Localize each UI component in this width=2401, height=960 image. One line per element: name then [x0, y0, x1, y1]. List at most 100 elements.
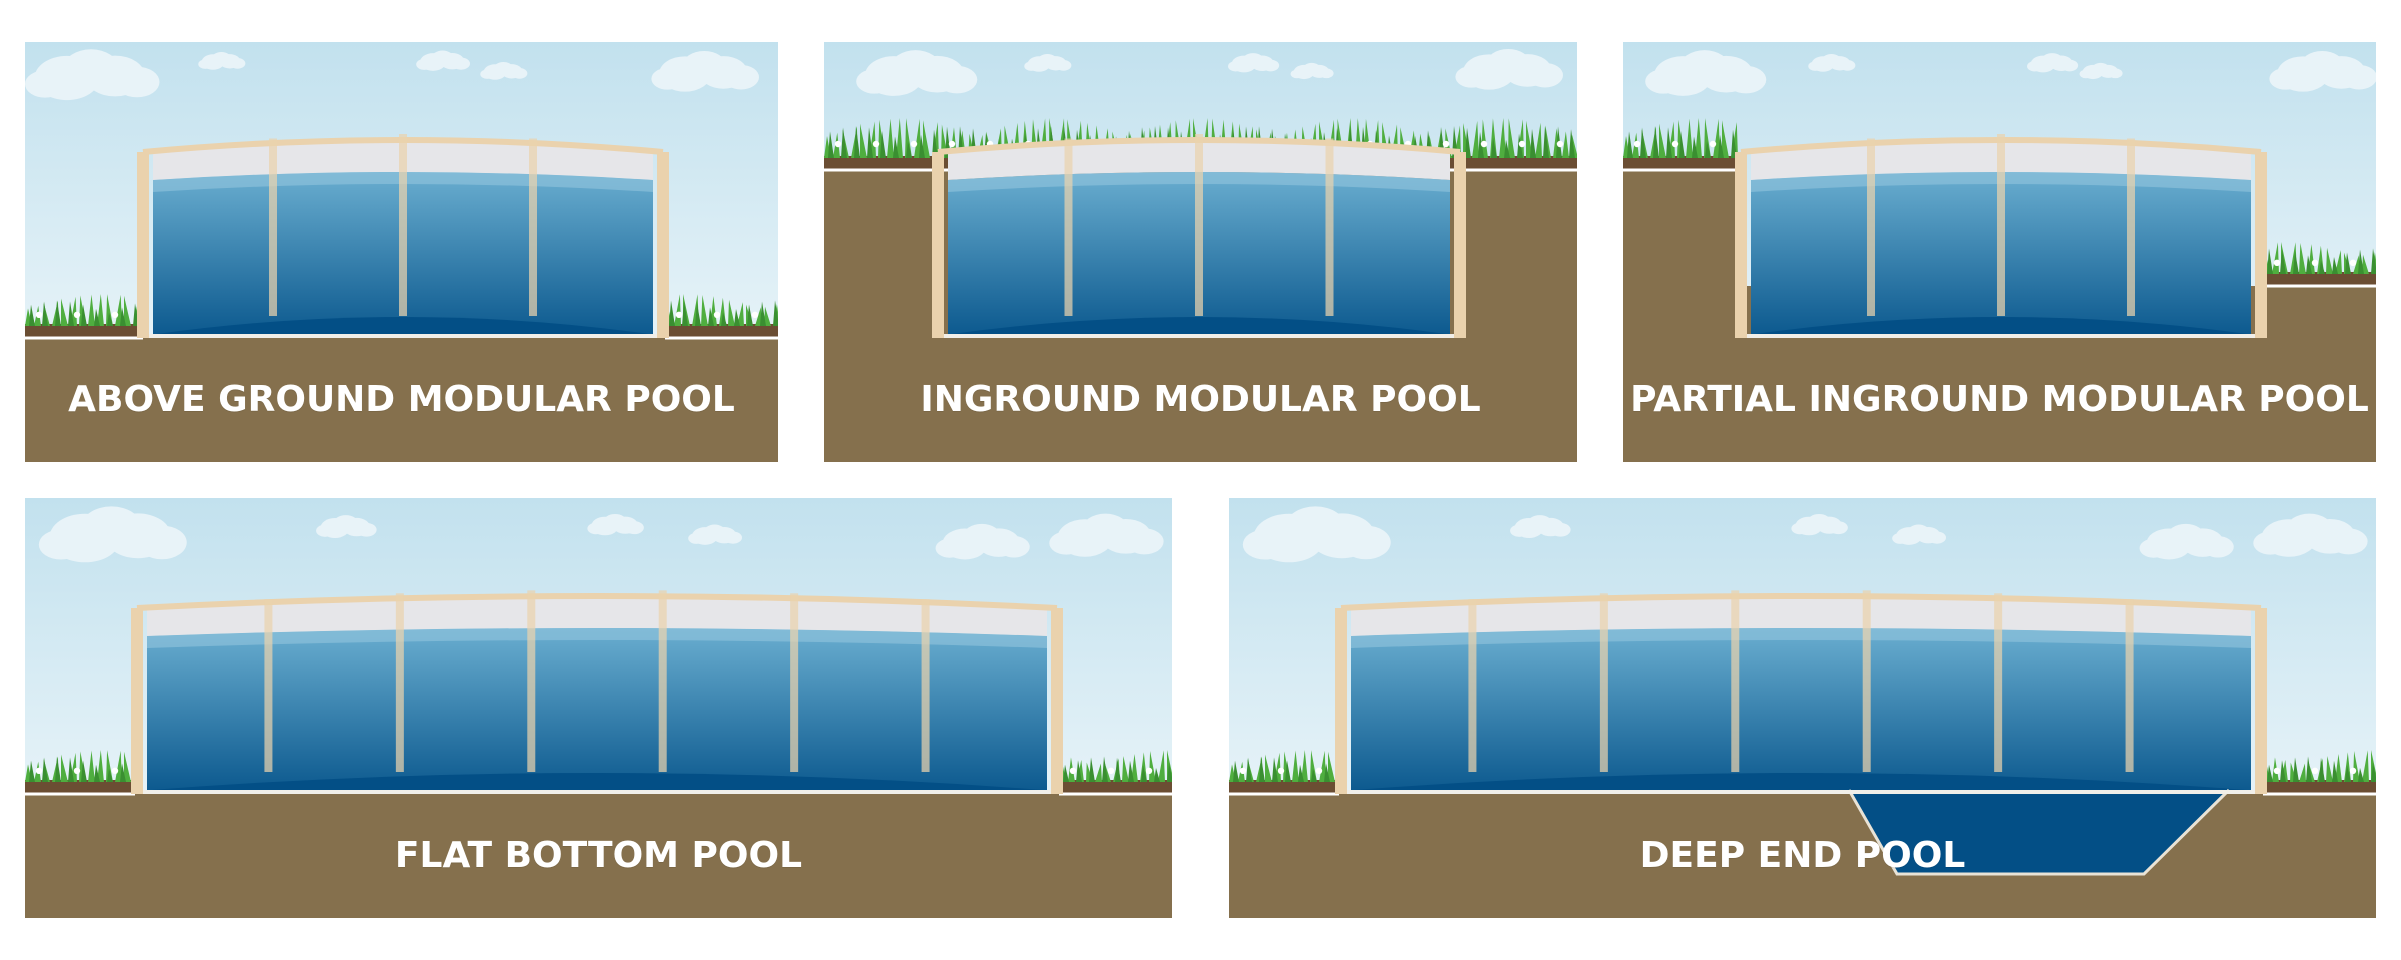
cloud: [2079, 62, 2123, 80]
panel-label: FLAT BOTTOM POOL: [394, 835, 803, 876]
flower: [1671, 140, 1679, 148]
pool-post: [1454, 152, 1466, 338]
cloud: [1228, 53, 1280, 73]
pool-floor: [1755, 317, 2247, 334]
panel-label: INGROUND MODULAR POOL: [920, 379, 1481, 420]
pool-post: [1195, 134, 1203, 316]
panel-partial-inground-modular-pool: PARTIAL INGROUND MODULAR POOL: [1623, 42, 2376, 462]
pool-post: [264, 599, 273, 772]
cloud: [935, 523, 1030, 560]
pool-post: [269, 138, 277, 316]
pool: [137, 134, 669, 338]
pool-water: [147, 628, 1047, 790]
pool-post: [1335, 608, 1347, 794]
cloud: [587, 513, 644, 536]
pool-post: [1731, 590, 1740, 772]
cloud: [480, 61, 528, 80]
pool-floor: [151, 773, 1043, 790]
grass-tuft: [2263, 242, 2376, 274]
pool-post: [1599, 593, 1608, 772]
pool-post: [1468, 599, 1477, 772]
cloud: [1049, 513, 1164, 557]
pool-liner: [147, 597, 1047, 636]
pool-post: [527, 590, 536, 772]
deep-end-edge: [1847, 788, 2231, 876]
pool-floor: [952, 317, 1446, 334]
partial-inground-pool-illustration: [1623, 42, 2376, 462]
pool-post: [1867, 138, 1875, 316]
pool-water: [1351, 628, 2251, 790]
flower: [1442, 140, 1450, 148]
cloud: [651, 51, 759, 92]
soil-strip: [2263, 780, 2376, 794]
flower: [73, 311, 81, 318]
cloud: [316, 515, 377, 538]
flower: [111, 311, 119, 318]
flower: [1480, 140, 1488, 148]
cloud: [2139, 523, 2234, 560]
flower: [1277, 767, 1285, 774]
cloud: [688, 524, 742, 545]
flower: [1556, 140, 1564, 148]
flower: [35, 311, 43, 318]
soil-strip: [1229, 780, 1339, 794]
cloud: [2027, 53, 2079, 73]
cloud: [1242, 506, 1391, 563]
pool-floor: [157, 317, 649, 334]
flower: [1145, 767, 1153, 774]
cloud: [38, 506, 187, 563]
grass-tuft: [2263, 750, 2376, 782]
pool: [932, 134, 1466, 338]
grass-tuft: [25, 294, 149, 326]
pool-post: [790, 593, 799, 772]
flower: [35, 767, 43, 774]
grass-tuft: [1229, 750, 1344, 782]
flower: [2311, 259, 2319, 266]
soil-strip: [25, 780, 135, 794]
pool-post: [1064, 138, 1073, 316]
soil-strip: [1623, 156, 1735, 170]
flower: [2273, 259, 2281, 266]
pool-floor: [1355, 773, 2247, 790]
pool-post: [2127, 138, 2135, 316]
pool-post: [658, 590, 667, 772]
flower: [1518, 140, 1526, 148]
pool-post: [1862, 590, 1871, 772]
flower: [910, 140, 918, 148]
panel-label: DEEP END POOL: [1639, 835, 1966, 876]
cloud: [1290, 62, 1334, 80]
panel-deep-end-pool: DEEP END POOL: [1229, 498, 2376, 918]
pool-post: [399, 134, 407, 316]
pool: [1735, 134, 2267, 338]
cloud: [2269, 51, 2376, 92]
flower: [2349, 259, 2357, 266]
flower: [1315, 767, 1323, 774]
pool-post: [657, 152, 669, 338]
cloud: [856, 50, 978, 96]
flower: [948, 140, 956, 148]
grass-tuft: [1623, 118, 1738, 158]
pool-post: [529, 138, 537, 316]
flower: [111, 767, 119, 774]
ground: [25, 338, 778, 462]
grass-tuft: [1059, 750, 1172, 782]
panel-inground-modular-pool: INGROUND MODULAR POOL: [824, 42, 1577, 462]
panel-label: ABOVE GROUND MODULAR POOL: [68, 379, 735, 420]
pool-liner: [1351, 597, 2251, 636]
flower: [2273, 767, 2281, 774]
pool-post: [395, 593, 404, 772]
cloud: [1455, 49, 1563, 90]
soil-strip: [1059, 780, 1172, 794]
inground-pool-illustration: [824, 42, 1577, 462]
grass-tuft: [665, 294, 778, 326]
cloud: [2253, 513, 2368, 557]
flower: [751, 311, 759, 318]
water-highlight: [1351, 628, 2251, 648]
cloud: [416, 50, 470, 71]
cloud: [1791, 513, 1848, 536]
flower: [1709, 140, 1717, 148]
flower: [1239, 767, 1247, 774]
pool-post: [131, 608, 143, 794]
cloud: [1024, 53, 1072, 72]
pool-post: [137, 152, 149, 338]
